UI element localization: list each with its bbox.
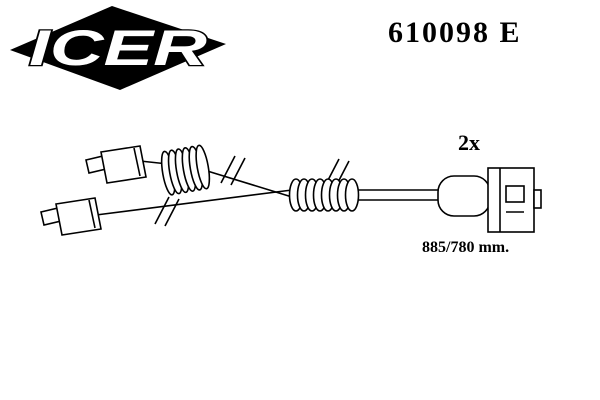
sensor-connector-lower (40, 197, 102, 236)
sensor-connector-upper (85, 145, 147, 184)
break-marks (154, 155, 350, 227)
cable-lines (95, 160, 440, 216)
dimension-label: 885/780 mm. (422, 239, 510, 256)
icer-logo-svg: ICER (10, 6, 226, 90)
part-number: 610098 E (388, 16, 522, 49)
icer-logo: ICER (8, 4, 228, 92)
plug-connector (487, 167, 542, 233)
coil-large (288, 178, 360, 212)
icer-logo-diamond (10, 6, 226, 90)
connector-boot (437, 175, 491, 217)
coil-small (160, 144, 211, 196)
quantity-label: 2x (458, 130, 480, 155)
icer-logo-text: ICER (29, 20, 207, 76)
